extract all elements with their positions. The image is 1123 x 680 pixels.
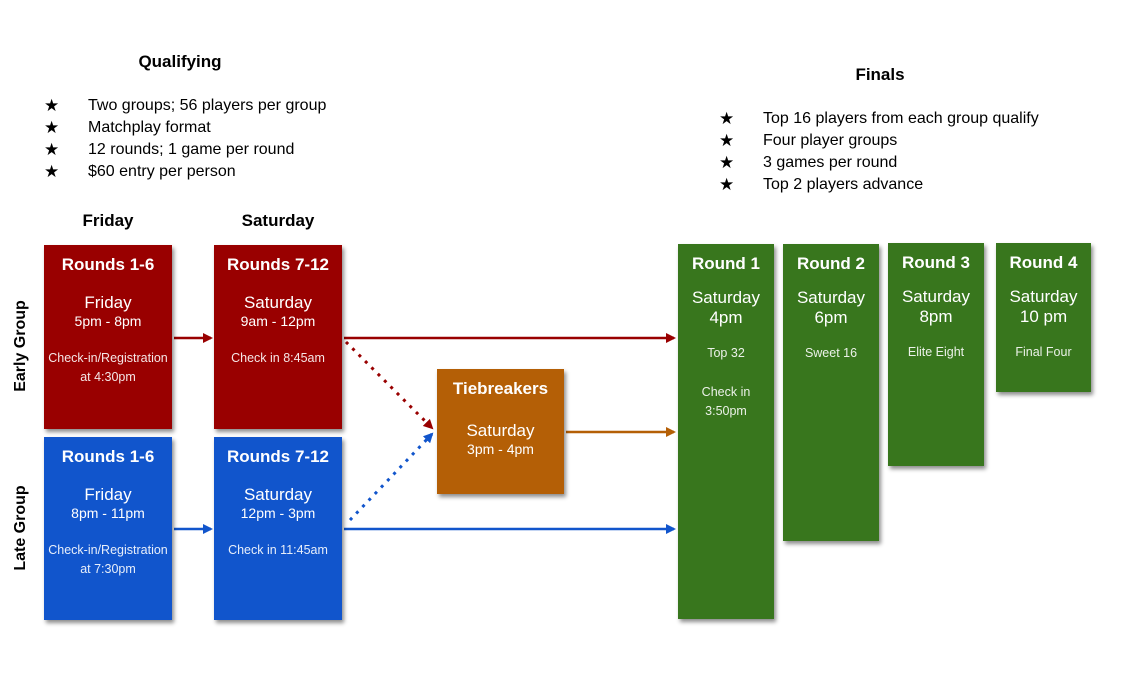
box-time: 10 pm bbox=[1019, 307, 1068, 326]
star-icon: ★ bbox=[719, 175, 735, 194]
box-time: 12pm - 3pm bbox=[240, 505, 316, 521]
late-rounds-7-12-box: Rounds 7-12 Saturday 12pm - 3pm Check in… bbox=[214, 437, 342, 620]
box-title: Rounds 1-6 bbox=[61, 255, 155, 274]
box-title: Rounds 7-12 bbox=[226, 255, 330, 274]
finals-bullet: ★ Four player groups bbox=[719, 130, 1079, 152]
box-day: Friday bbox=[84, 293, 132, 312]
box-title: Round 2 bbox=[797, 254, 865, 273]
box-note: at 7:30pm bbox=[80, 562, 136, 576]
box-time: 9am - 12pm bbox=[240, 313, 316, 329]
box-day: Saturday bbox=[691, 288, 761, 307]
bullet-text: 3 games per round bbox=[763, 154, 898, 171]
box-note: Check in 11:45am bbox=[228, 543, 328, 557]
box-title: Tiebreakers bbox=[452, 379, 549, 398]
star-icon: ★ bbox=[44, 118, 60, 137]
box-day: Friday bbox=[84, 485, 132, 504]
star-icon: ★ bbox=[44, 96, 60, 115]
qualifying-title: Qualifying bbox=[138, 52, 222, 71]
bullet-text: Two groups; 56 players per group bbox=[88, 97, 327, 114]
box-day: Saturday bbox=[901, 287, 971, 306]
star-icon: ★ bbox=[719, 109, 735, 128]
star-icon: ★ bbox=[44, 140, 60, 159]
star-icon: ★ bbox=[719, 153, 735, 172]
star-icon: ★ bbox=[44, 162, 60, 181]
bullet-text: Top 2 players advance bbox=[763, 176, 924, 193]
box-time: 5pm - 8pm bbox=[74, 313, 142, 329]
early-to-tiebreakers-arrow bbox=[344, 340, 434, 430]
box-day: Saturday bbox=[796, 288, 866, 307]
box-note: Check-in/Registration bbox=[48, 351, 168, 365]
finals-round-1-box: Round 1 Saturday 4pm Top 32 Check in 3:5… bbox=[678, 244, 774, 619]
box-note: at 4:30pm bbox=[80, 370, 136, 384]
qualifying-bullet: ★ 12 rounds; 1 game per round bbox=[44, 139, 374, 161]
finals-round-3-box: Round 3 Saturday 8pm Elite Eight bbox=[888, 243, 984, 466]
box-title: Round 3 bbox=[902, 253, 970, 272]
box-day: Saturday bbox=[243, 293, 313, 312]
box-stage: Top 32 bbox=[707, 346, 745, 360]
early-rounds-7-12-box: Rounds 7-12 Saturday 9am - 12pm Check in… bbox=[214, 245, 342, 429]
saturday-column-header: Saturday bbox=[241, 211, 315, 230]
box-title: Round 4 bbox=[1009, 253, 1078, 272]
box-note: Check-in/Registration bbox=[48, 543, 168, 557]
bullet-text: Top 16 players from each group qualify bbox=[763, 110, 1039, 127]
bullet-text: 12 rounds; 1 game per round bbox=[88, 141, 295, 158]
box-title: Rounds 1-6 bbox=[61, 447, 155, 466]
finals-round-4-box: Round 4 Saturday 10 pm Final Four bbox=[996, 243, 1091, 392]
box-time: 4pm bbox=[709, 308, 743, 327]
box-title: Round 1 bbox=[692, 254, 760, 273]
box-title: Rounds 7-12 bbox=[226, 447, 330, 466]
box-stage: Sweet 16 bbox=[804, 346, 858, 360]
finals-title: Finals bbox=[855, 65, 905, 84]
box-time: 3pm - 4pm bbox=[467, 441, 534, 457]
star-icon: ★ bbox=[719, 131, 735, 150]
finals-round-2-box: Round 2 Saturday 6pm Sweet 16 bbox=[783, 244, 879, 541]
finals-bullet: ★ Top 16 players from each group qualify bbox=[719, 108, 1079, 130]
qualifying-bullet-list: ★ Two groups; 56 players per group ★ Match… bbox=[44, 95, 374, 183]
box-day: Saturday bbox=[243, 485, 313, 504]
box-time: 8pm bbox=[919, 307, 953, 326]
box-stage: Final Four bbox=[1015, 345, 1072, 359]
early-rounds-1-6-box: Rounds 1-6 Friday 5pm - 8pm Check-in/Reg… bbox=[44, 245, 172, 429]
qualifying-bullet: ★ Matchplay format bbox=[44, 117, 374, 139]
box-day: Saturday bbox=[466, 421, 535, 440]
bullet-text: Matchplay format bbox=[88, 119, 211, 136]
finals-bullet: ★ Top 2 players advance bbox=[719, 174, 1079, 196]
friday-column-header: Friday bbox=[82, 211, 134, 230]
box-note: Check in 8:45am bbox=[231, 351, 325, 365]
qualifying-bullet: ★ Two groups; 56 players per group bbox=[44, 95, 374, 117]
late-rounds-1-6-box: Rounds 1-6 Friday 8pm - 11pm Check-in/Re… bbox=[44, 437, 172, 620]
tiebreakers-box: Tiebreakers Saturday 3pm - 4pm bbox=[437, 369, 564, 494]
qualifying-bullet: ★ $60 entry per person bbox=[44, 161, 374, 183]
finals-bullet-list: ★Top 16 players from each group qualify … bbox=[719, 108, 1079, 196]
late-to-tiebreakers-arrow bbox=[348, 432, 434, 522]
box-note: Check in bbox=[701, 385, 751, 399]
box-time: 8pm - 11pm bbox=[71, 505, 145, 521]
box-day: Saturday bbox=[1009, 287, 1078, 306]
bullet-text: Four player groups bbox=[763, 132, 898, 149]
box-stage: Elite Eight bbox=[907, 345, 965, 359]
box-note: 3:50pm bbox=[705, 404, 747, 418]
finals-bullet: ★ 3 games per round bbox=[719, 152, 1079, 174]
bullet-text: $60 entry per person bbox=[88, 163, 236, 180]
box-time: 6pm bbox=[814, 308, 848, 327]
